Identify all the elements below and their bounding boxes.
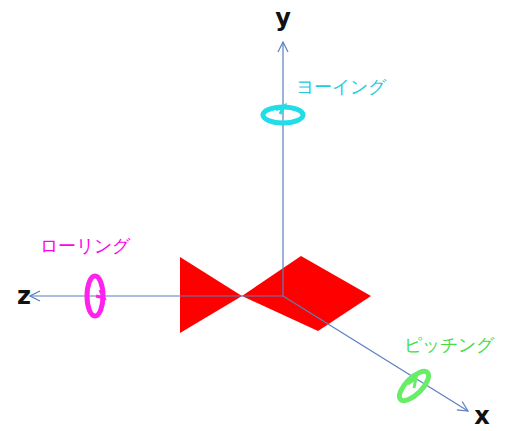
axis-letter: x — [474, 404, 489, 428]
motion-label: ローリング — [40, 237, 130, 255]
fish-tail — [180, 257, 242, 333]
z-axis — [30, 295, 283, 296]
axis-letter: z — [17, 284, 31, 308]
roll-ring — [87, 276, 104, 316]
fish-body — [242, 256, 371, 331]
yaw-ring — [263, 106, 303, 123]
motion-label: ピッチング — [404, 336, 494, 354]
motion-label: ヨーイング — [296, 78, 386, 96]
axis-letter: y — [275, 6, 291, 30]
pitch-ring — [395, 367, 433, 405]
y-axis — [282, 42, 283, 296]
